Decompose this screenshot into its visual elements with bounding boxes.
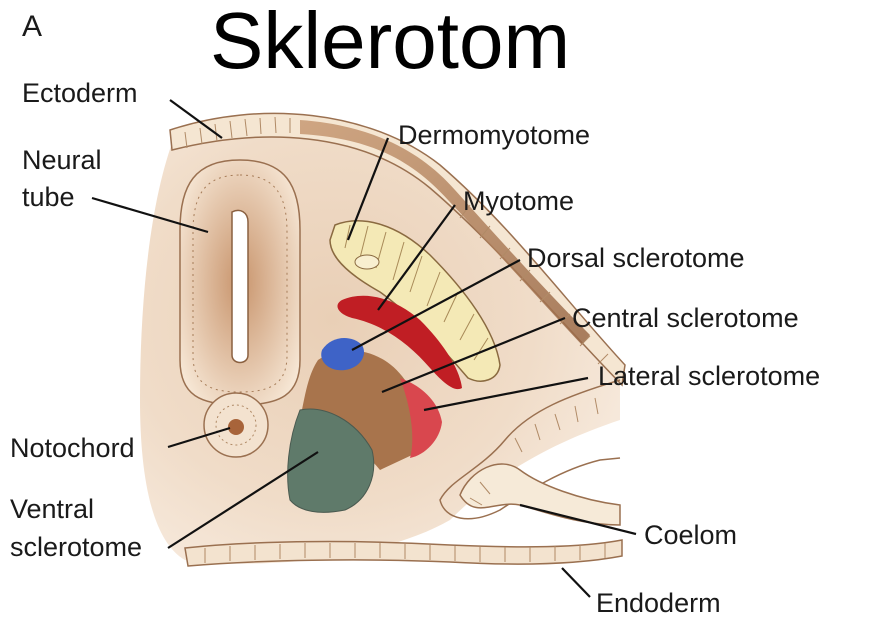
label-ventral-sclerotome-line1: Ventral	[10, 494, 94, 524]
label-endoderm: Endoderm	[596, 588, 721, 618]
label-notochord: Notochord	[10, 433, 135, 463]
label-dorsal-sclerotome: Dorsal sclerotome	[527, 243, 745, 273]
label-central-sclerotome: Central sclerotome	[572, 303, 799, 333]
label-neural-tube-line1: Neural	[22, 145, 102, 175]
neural-canal	[232, 210, 248, 362]
panel-letter: A	[22, 10, 42, 44]
label-dermomyotome: Dermomyotome	[398, 120, 590, 150]
page-title: Sklerotom	[210, 0, 570, 86]
label-ectoderm: Ectoderm	[22, 78, 138, 108]
label-lateral-sclerotome: Lateral sclerotome	[598, 361, 820, 391]
dermomyotome-lumen	[355, 255, 379, 269]
notochord-core	[228, 419, 244, 435]
label-neural-tube-line2: tube	[22, 182, 75, 212]
leader-endoderm	[562, 568, 590, 597]
endoderm-layer	[185, 540, 622, 566]
label-ventral-sclerotome-line2: sclerotome	[10, 532, 142, 562]
label-coelom: Coelom	[644, 520, 737, 550]
label-myotome: Myotome	[463, 186, 574, 216]
